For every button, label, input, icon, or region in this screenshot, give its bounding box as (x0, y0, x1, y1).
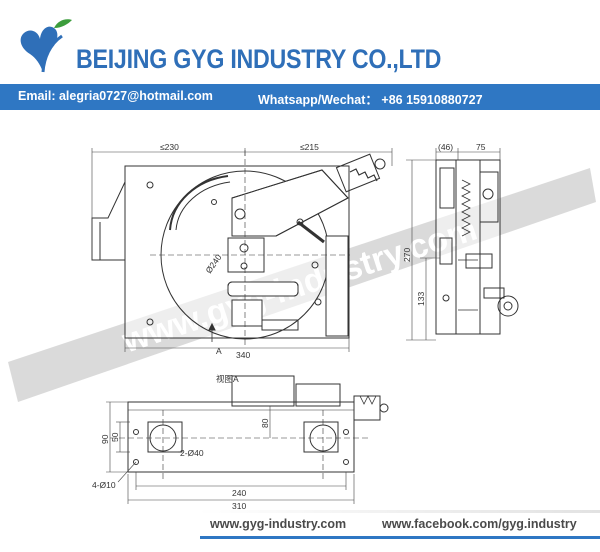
footer-divider (0, 510, 600, 513)
front-view-dimensions (91, 148, 393, 352)
footer: www.gyg-industry.com www.facebook.com/gy… (0, 510, 600, 552)
footer-accent-line (200, 536, 600, 539)
view-mark-a: A (216, 346, 222, 356)
top-view-dimensions (106, 401, 355, 504)
dim-133: 133 (416, 292, 426, 306)
dim-holes-2-dia-40: 2-Ø40 (180, 448, 204, 458)
heart-leaf-logo-icon (20, 19, 72, 73)
side-view-dimensions (406, 148, 501, 341)
dim-90: 90 (100, 434, 110, 444)
dim-340: 340 (236, 350, 250, 360)
side-view (435, 159, 519, 335)
company-name: BEIJING GYG INDUSTRY CO.,LTD (76, 44, 442, 74)
top-view-labels: 视图A 80 90 50 2-Ø40 4-Ø10 240 310 (92, 374, 270, 510)
dim-75: 75 (476, 142, 486, 152)
dim-230: ≤230 (160, 142, 179, 152)
dim-holes-4-dia-10: 4-Ø10 (92, 480, 116, 490)
dim-50: 50 (110, 432, 120, 442)
header: BEIJING GYG INDUSTRY CO.,LTD (0, 0, 600, 84)
dim-310: 310 (232, 501, 246, 510)
facebook-link[interactable]: www.facebook.com/gyg.industry (382, 517, 577, 531)
top-view (110, 375, 389, 480)
dim-80: 80 (260, 418, 270, 428)
email-text: Email: alegria0727@hotmail.com (18, 89, 213, 103)
dim-240: 240 (232, 488, 246, 498)
whatsapp-wechat-text: Whatsapp/Wechat： +86 15910880727 (258, 93, 483, 107)
contact-bar: Email: alegria0727@hotmail.com Whatsapp/… (0, 84, 600, 110)
technical-drawing: www.gyg-industry.com (8, 142, 596, 510)
website-link[interactable]: www.gyg-industry.com (210, 517, 347, 531)
dim-215: ≤215 (300, 142, 319, 152)
dim-270: 270 (402, 248, 412, 262)
view-a-title: 视图A (216, 374, 239, 384)
side-view-labels: (46) 75 270 133 (402, 142, 486, 306)
front-view (91, 150, 386, 346)
dim-46: (46) (438, 142, 453, 152)
